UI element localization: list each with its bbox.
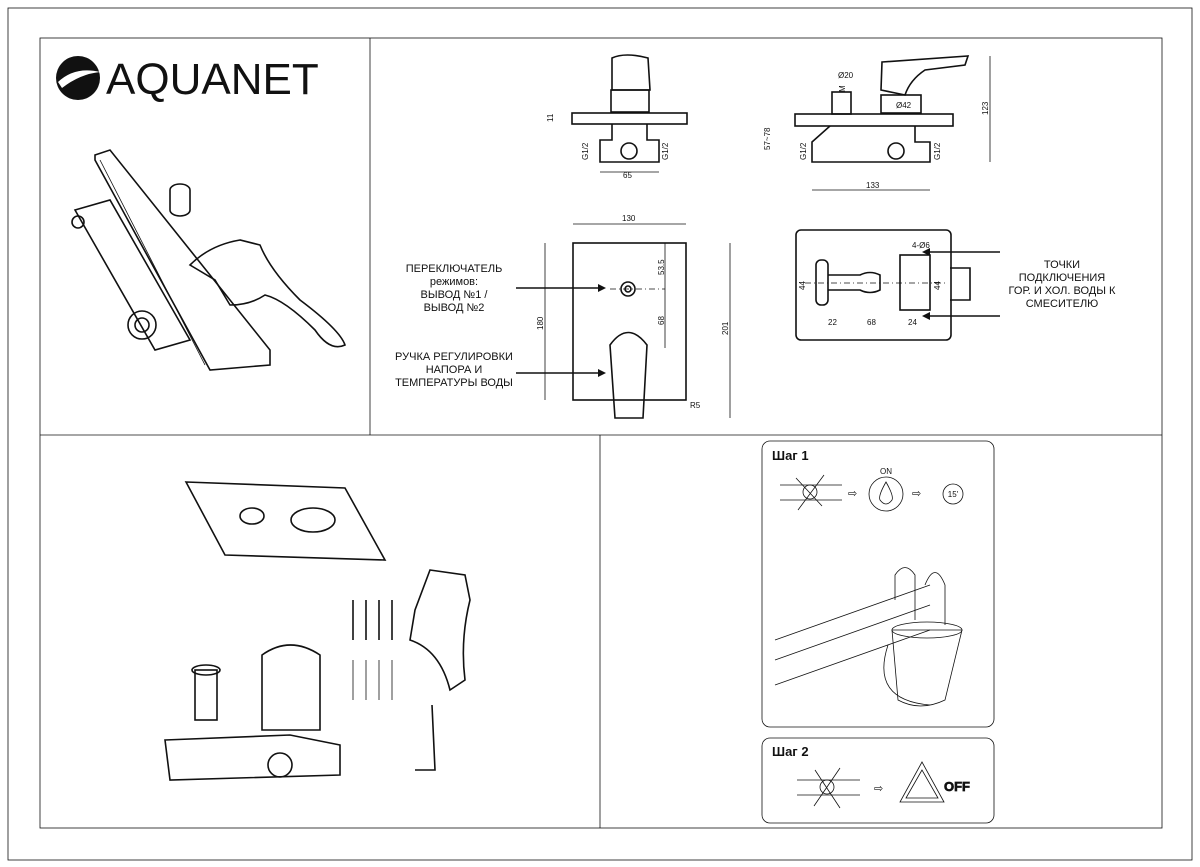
timer-label: 15'	[948, 490, 959, 499]
dim-133: 133	[866, 181, 880, 190]
dim-11: 11	[546, 113, 555, 122]
page-border	[7, 7, 1193, 861]
dim-68: 68	[657, 316, 666, 325]
screws-and-anchors	[352, 600, 393, 700]
dim-53-5: 53.5	[657, 259, 666, 275]
dim-22: 22	[828, 318, 837, 327]
dim-r: R5	[690, 401, 701, 410]
dim-44a: 44	[798, 281, 807, 290]
back-view-drawing: 4-Ø6 44 44 22 68 24 ТОЧКИ ПОДКЛЮЧЕНИЯ ГО…	[795, 229, 1116, 341]
step-1-panel: Шаг 1 ⇨ ON ⇨ 15'	[761, 440, 995, 728]
dim-123: 123	[981, 101, 990, 115]
off-label: OFF	[944, 779, 970, 794]
dim-d20: Ø20	[838, 71, 854, 80]
side-view-drawing: 11 G1/2 G1/2 65	[546, 54, 688, 180]
dim-g-right-2: G1/2	[933, 142, 942, 160]
arrow-icon: ⇨	[848, 488, 857, 500]
handle-label-1: РУЧКА РЕГУЛИРОВКИ	[395, 351, 513, 363]
side-view-2-drawing: Ø20 M Ø42 57~78 G1/2 G1/2 133 123	[763, 55, 991, 191]
arrow-icon-3: ⇨	[874, 783, 883, 795]
dim-g-right: G1/2	[661, 142, 670, 160]
valve-close-icon	[797, 767, 860, 809]
dim-201: 201	[721, 321, 730, 335]
valve-open-icon	[780, 474, 842, 511]
dim-m: M	[838, 85, 847, 92]
inner-frame	[39, 37, 1163, 829]
parts-kit-drawing	[164, 481, 471, 781]
front-view-drawing: 130 53.5 68 180 201 R5 ПЕРЕКЛЮЧАТЕЛЬ реж…	[395, 214, 731, 419]
flushing-pipes-illustration	[774, 567, 963, 707]
dim-g-left-2: G1/2	[799, 142, 808, 160]
connection-label-1: ТОЧКИ	[1044, 259, 1080, 271]
connection-label-4: СМЕСИТЕЛЮ	[1026, 298, 1099, 310]
brand-name: AQUANET	[106, 55, 319, 104]
dim-130: 130	[622, 214, 636, 223]
dim-24: 24	[908, 318, 917, 327]
dim-65: 65	[623, 171, 632, 180]
step-2-panel: Шаг 2 ⇨ OFF	[761, 737, 995, 824]
mixer-isometric-drawing	[71, 149, 346, 371]
hex-key	[415, 704, 436, 771]
aquanet-logo: AQUANET	[56, 55, 319, 104]
switch-label-3: ВЫВОД №1 /	[421, 289, 489, 301]
water-on-icon	[868, 476, 904, 512]
connection-label-3: ГОР. И ХОЛ. ВОДЫ К	[1009, 285, 1116, 297]
water-off-icon	[899, 761, 945, 803]
dim-44b: 44	[933, 281, 942, 290]
switch-label-4: ВЫВОД №2	[424, 302, 485, 314]
step-2-title: Шаг 2	[772, 744, 809, 759]
connection-label-2: ПОДКЛЮЧЕНИЯ	[1019, 272, 1106, 284]
dim-g-left: G1/2	[581, 142, 590, 160]
switch-label-1: ПЕРЕКЛЮЧАТЕЛЬ	[406, 263, 503, 275]
arrow-icon-2: ⇨	[912, 488, 921, 500]
dim-57-78: 57~78	[763, 127, 772, 150]
handle-label-3: ТЕМПЕРАТУРЫ ВОДЫ	[395, 377, 513, 389]
dim-holes: 4-Ø6	[912, 241, 930, 250]
step-1-title: Шаг 1	[772, 448, 809, 463]
dim-d42: Ø42	[896, 101, 912, 110]
switch-label-2: режимов:	[430, 276, 478, 288]
dim-68-back: 68	[867, 318, 876, 327]
on-label: ON	[880, 467, 892, 476]
handle-label-2: НАПОРА И	[426, 364, 483, 376]
timer-icon	[942, 483, 964, 505]
dim-180: 180	[536, 316, 545, 330]
